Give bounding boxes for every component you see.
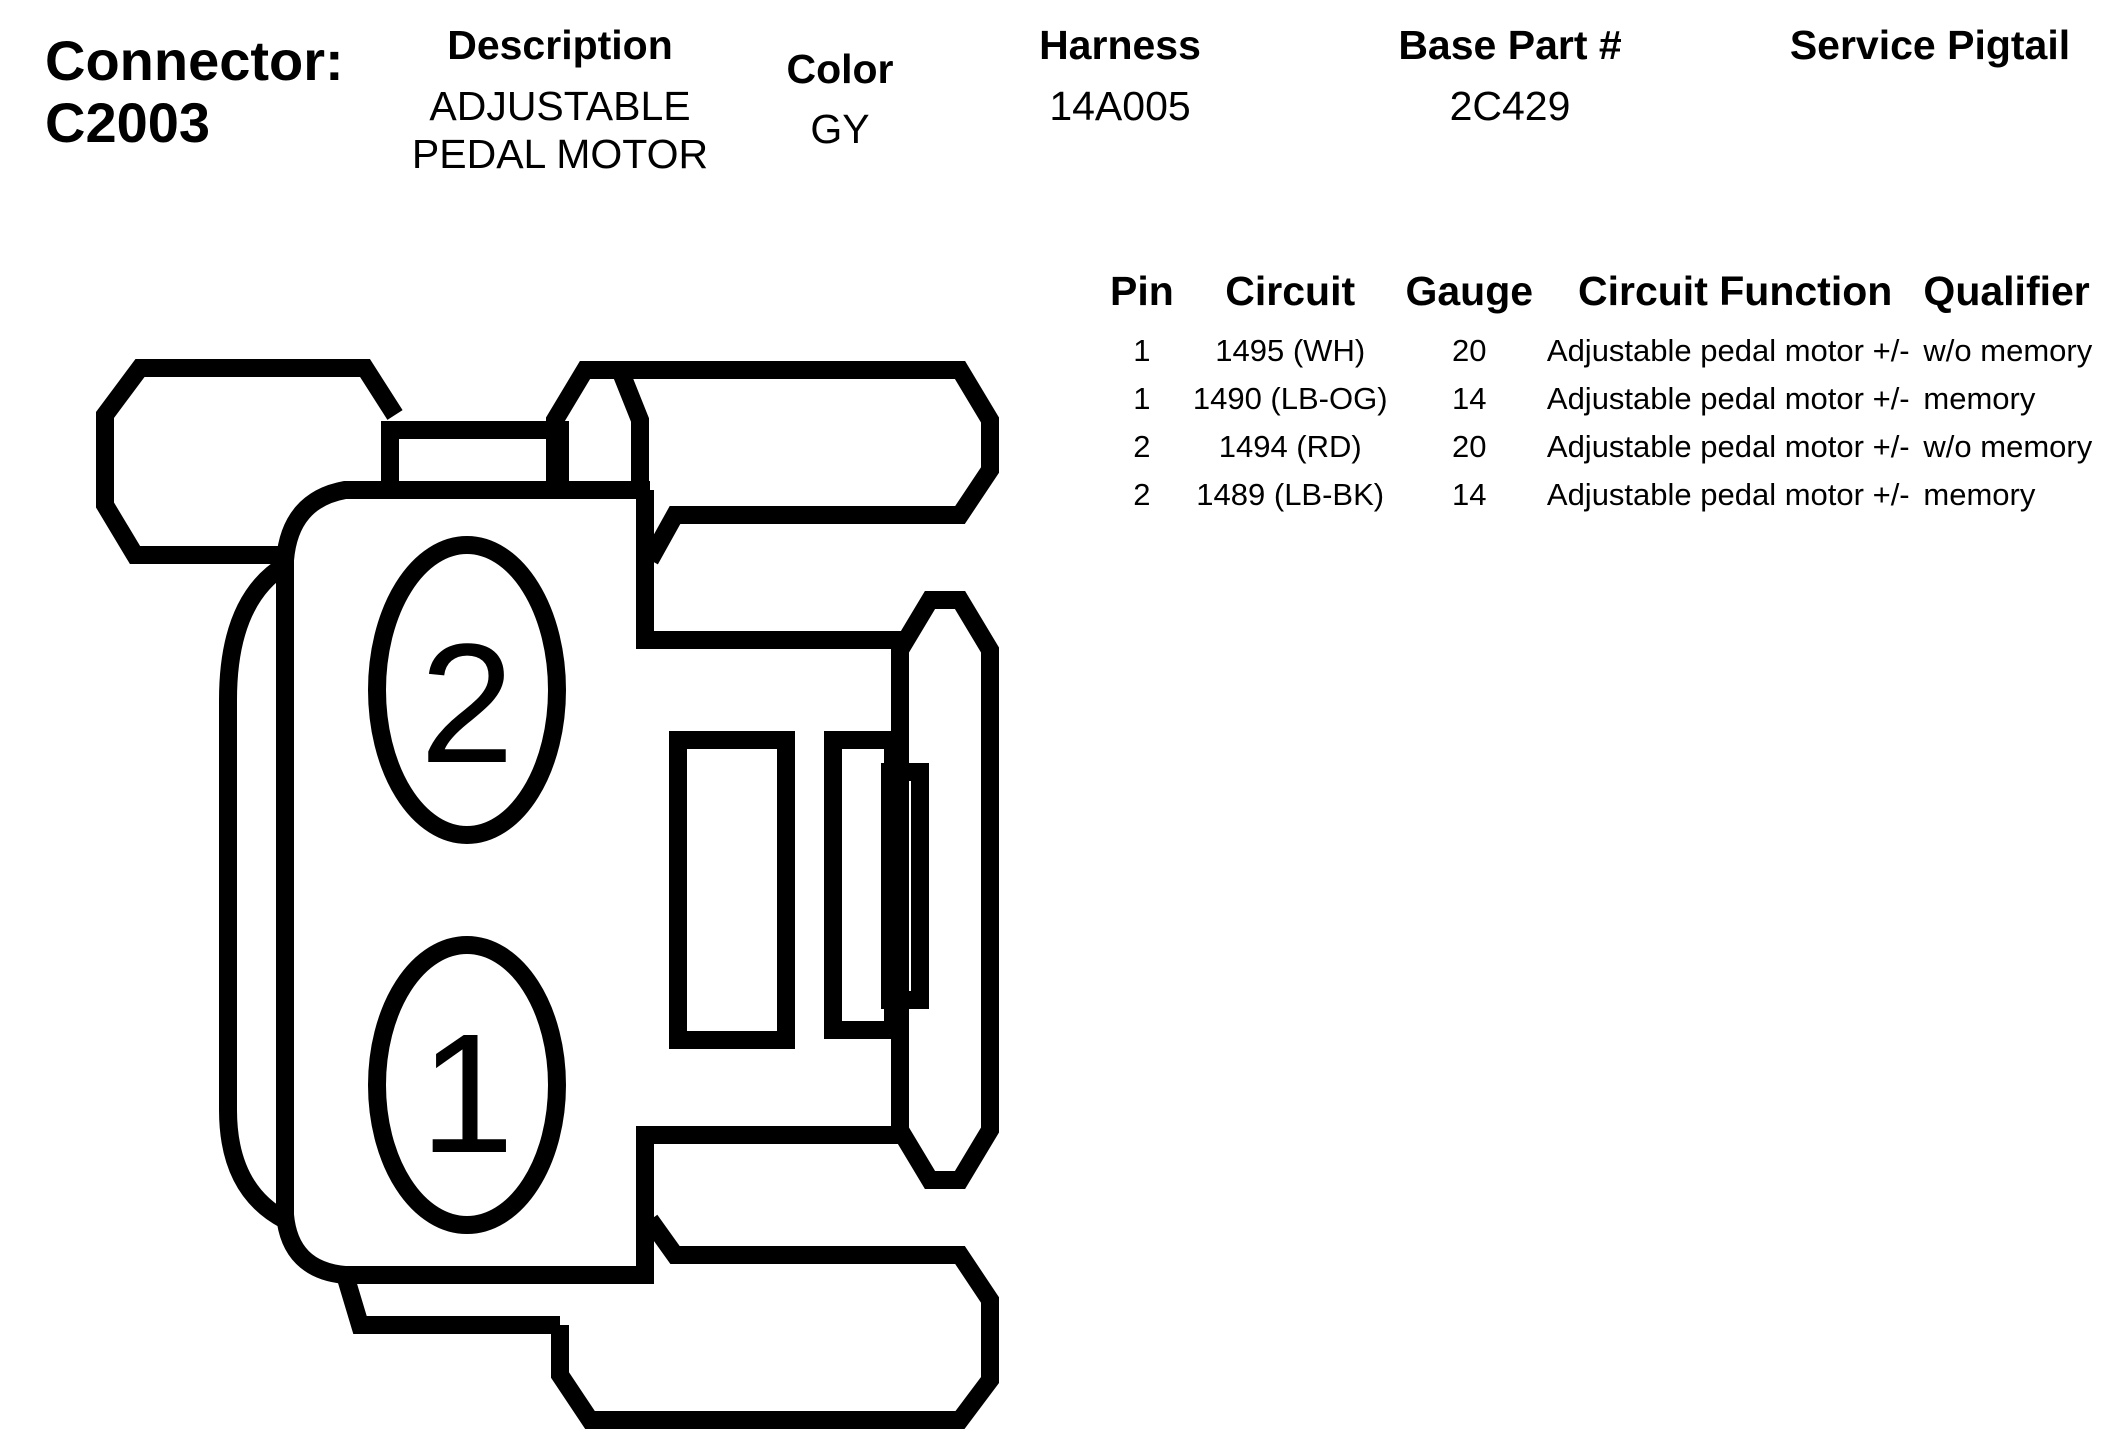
pin-column-header: Pin — [1110, 268, 1174, 314]
circuit-function-column-header: Circuit Function — [1578, 268, 1893, 314]
gauge-cell: 14 — [1452, 381, 1487, 416]
gauge-cell: 20 — [1452, 333, 1487, 368]
pin-2-cavity — [368, 536, 566, 844]
circuit-cell: 1494 (RD) — [1218, 429, 1362, 464]
pin-2-label: 2 — [420, 609, 515, 799]
right-key-tab — [892, 591, 999, 1189]
circuit-cell: 1490 (LB-OG) — [1192, 381, 1388, 416]
table-row: 2 1489 (LB-BK) 14 Adjustable pedal motor… — [1105, 471, 2124, 519]
top-middle-latch — [546, 361, 649, 490]
color-header: Color — [786, 46, 894, 92]
circuit-column-header: Circuit — [1225, 268, 1356, 314]
connector-id: C2003 — [45, 91, 211, 154]
gauge-cell: 20 — [1452, 429, 1487, 464]
description-header: Description — [447, 22, 673, 68]
pin-cell: 2 — [1133, 429, 1151, 464]
pin-cell: 2 — [1133, 477, 1151, 512]
pin-cell: 1 — [1133, 381, 1151, 416]
function-cell: Adjustable pedal motor +/- — [1546, 381, 1910, 416]
qualifier-cell: memory — [1923, 381, 2036, 416]
table-row: 1 1495 (WH) 20 Adjustable pedal motor +/… — [1105, 327, 2124, 375]
harness-header: Harness — [1039, 22, 1201, 68]
table-row: 2 1494 (RD) 20 Adjustable pedal motor +/… — [1105, 423, 2124, 471]
bottom-right-latch — [551, 1214, 999, 1429]
connector-label: Connector: — [45, 29, 344, 92]
pin-table: Pin Circuit Gauge Circuit Function Quali… — [1105, 268, 2124, 519]
base-part-header: Base Part # — [1398, 22, 1622, 68]
table-row: 1 1490 (LB-OG) 14 Adjustable pedal motor… — [1105, 375, 2124, 423]
circuit-cell: 1495 (WH) — [1215, 333, 1366, 368]
base-part-value: 2C429 — [1449, 83, 1571, 129]
color-value: GY — [810, 106, 870, 152]
description-value-line2: PEDAL MOTOR — [411, 131, 709, 177]
pin-1-label: 1 — [420, 999, 515, 1189]
connector-title: Connector: C2003 — [45, 30, 344, 154]
left-rail — [219, 557, 290, 1228]
description-value-line1: ADJUSTABLE — [429, 83, 691, 129]
keyway-slot-inner — [881, 763, 929, 1009]
gauge-cell: 14 — [1452, 477, 1487, 512]
function-cell: Adjustable pedal motor +/- — [1546, 429, 1910, 464]
qualifier-cell: w/o memory — [1923, 333, 2093, 368]
pin-1-cavity — [368, 936, 566, 1234]
housing-body — [276, 481, 909, 1284]
keyway-slot-left — [669, 731, 795, 1049]
pin-table-header-row: Pin Circuit Gauge Circuit Function Quali… — [1105, 268, 2124, 327]
qualifier-column-header: Qualifier — [1923, 268, 2090, 314]
top-right-latch — [620, 361, 999, 565]
qualifier-cell: w/o memory — [1923, 429, 2093, 464]
function-cell: Adjustable pedal motor +/- — [1546, 333, 1910, 368]
pin-cell: 1 — [1133, 333, 1151, 368]
qualifier-cell: memory — [1923, 477, 2036, 512]
harness-value: 14A005 — [1049, 83, 1191, 129]
bottom-left-latch — [336, 1272, 560, 1334]
gauge-column-header: Gauge — [1405, 268, 1534, 314]
circuit-cell: 1489 (LB-BK) — [1196, 477, 1385, 512]
top-left-latch — [96, 359, 403, 564]
service-pigtail-header: Service Pigtail — [1789, 22, 2071, 68]
function-cell: Adjustable pedal motor +/- — [1546, 477, 1910, 512]
